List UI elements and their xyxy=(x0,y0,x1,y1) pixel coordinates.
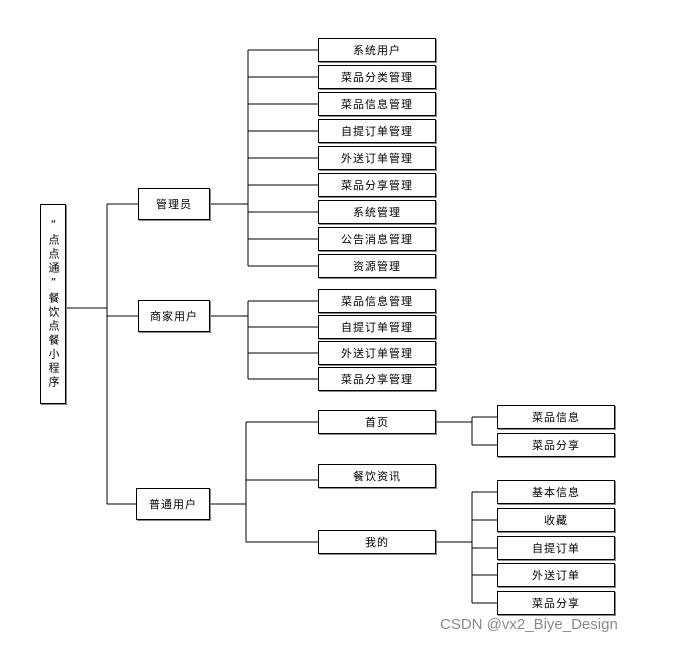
admin-item: 系统用户 xyxy=(318,38,436,62)
merchant-item: 菜品分享管理 xyxy=(318,367,436,391)
node-merchant: 商家用户 xyxy=(138,300,210,332)
merchant-item: 自提订单管理 xyxy=(318,315,436,339)
node-merchant-label: 商家用户 xyxy=(150,310,198,323)
home-item-label: 菜品信息 xyxy=(532,411,580,424)
mine-item-label: 收藏 xyxy=(544,514,568,527)
mine-item-label: 外送订单 xyxy=(532,569,580,582)
admin-item: 菜品信息管理 xyxy=(318,92,436,116)
admin-item-label: 菜品分类管理 xyxy=(341,71,413,84)
root-node: “点点通”餐饮点餐小程序 xyxy=(40,204,66,404)
merchant-item-label: 自提订单管理 xyxy=(341,321,413,334)
user-node-mine-label: 我的 xyxy=(365,536,389,549)
admin-item: 系统管理 xyxy=(318,200,436,224)
admin-item: 菜品分享管理 xyxy=(318,173,436,197)
admin-item-label: 外送订单管理 xyxy=(341,152,413,165)
node-admin-label: 管理员 xyxy=(156,198,192,211)
admin-item-label: 公告消息管理 xyxy=(341,233,413,246)
merchant-item-label: 外送订单管理 xyxy=(341,347,413,360)
home-item: 菜品信息 xyxy=(497,405,615,429)
node-admin: 管理员 xyxy=(138,188,210,220)
node-user: 普通用户 xyxy=(136,488,210,520)
admin-item-label: 菜品信息管理 xyxy=(341,98,413,111)
user-node-mine: 我的 xyxy=(318,530,436,554)
merchant-item-label: 菜品信息管理 xyxy=(341,295,413,308)
user-node-home-label: 首页 xyxy=(365,416,389,429)
home-item: 菜品分享 xyxy=(497,433,615,457)
admin-item-label: 自提订单管理 xyxy=(341,125,413,138)
merchant-item-label: 菜品分享管理 xyxy=(341,373,413,386)
user-node-news: 餐饮资讯 xyxy=(318,464,436,488)
admin-item-label: 系统用户 xyxy=(353,44,401,57)
mine-item-label: 自提订单 xyxy=(532,542,580,555)
user-node-news-label: 餐饮资讯 xyxy=(353,470,401,483)
node-user-label: 普通用户 xyxy=(149,498,197,511)
admin-item-label: 系统管理 xyxy=(353,206,401,219)
admin-item: 外送订单管理 xyxy=(318,146,436,170)
admin-item: 菜品分类管理 xyxy=(318,65,436,89)
home-item-label: 菜品分享 xyxy=(532,439,580,452)
merchant-item: 外送订单管理 xyxy=(318,341,436,365)
mine-item-label: 菜品分享 xyxy=(532,597,580,610)
mine-item: 菜品分享 xyxy=(497,591,615,615)
admin-item: 自提订单管理 xyxy=(318,119,436,143)
merchant-item: 菜品信息管理 xyxy=(318,289,436,313)
mine-item: 基本信息 xyxy=(497,480,615,504)
admin-item-label: 资源管理 xyxy=(353,260,401,273)
admin-item: 公告消息管理 xyxy=(318,227,436,251)
mine-item: 自提订单 xyxy=(497,536,615,560)
admin-item: 资源管理 xyxy=(318,254,436,278)
watermark: CSDN @vx2_Biye_Design xyxy=(440,616,618,633)
user-node-home: 首页 xyxy=(318,410,436,434)
mine-item: 外送订单 xyxy=(497,563,615,587)
mine-item: 收藏 xyxy=(497,508,615,532)
root-label: “点点通”餐饮点餐小程序 xyxy=(47,218,60,390)
mine-item-label: 基本信息 xyxy=(532,486,580,499)
admin-item-label: 菜品分享管理 xyxy=(341,179,413,192)
